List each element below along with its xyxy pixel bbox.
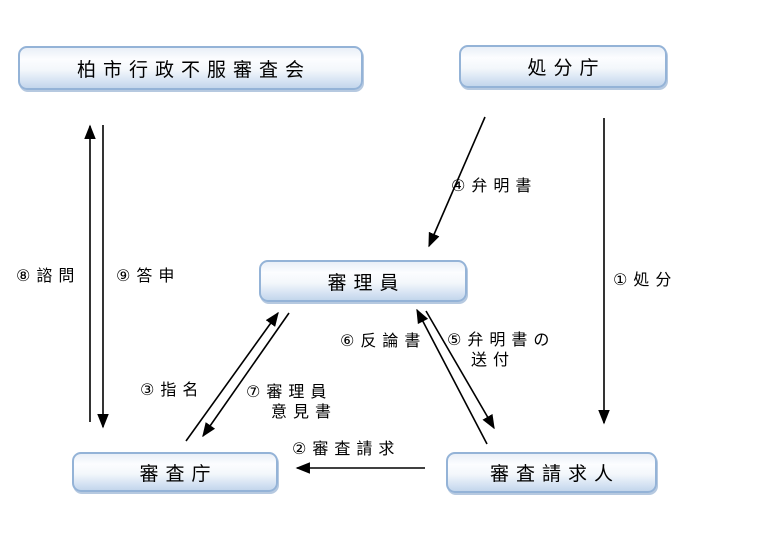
node-review-agency-label: 審査庁 [139, 462, 218, 485]
arrow-examiner-opinion [202, 312, 290, 438]
edge-label-written-explanation: ④弁明書 [451, 176, 538, 195]
edge-label-review-request: ②審査請求 [292, 439, 401, 458]
edge-label-designation: ③指名 [140, 380, 205, 399]
node-examiner-label: 審理員 [327, 271, 406, 294]
edge-label-disposition: ①処分 [613, 270, 678, 289]
edge-label-examiner-opinion-line1: ⑦審理員 [246, 382, 333, 401]
node-review-board-label: 柏市行政不服審査会 [76, 58, 311, 81]
arrow-written-explanation [428, 116, 486, 248]
node-claimant-label: 審査請求人 [489, 463, 620, 485]
edge-label-examiner-opinion-line2: 意見書 [271, 402, 338, 421]
edge-label-explanation-sending-line1: ⑤弁明書の [447, 330, 556, 349]
edge-label-explanation-sending-line2: 送付 [471, 350, 516, 369]
node-claimant: 審査請求人 [446, 452, 657, 493]
node-review-board: 柏市行政不服審査会 [18, 46, 363, 90]
arrow-explanation-sending [425, 310, 495, 430]
edge-label-consultation: ⑧諮問 [16, 266, 81, 285]
node-review-agency: 審査庁 [72, 452, 278, 492]
edge-label-explanation-sending: ⑤弁明書の 送付 [447, 330, 555, 370]
node-examiner: 審理員 [259, 260, 467, 302]
node-disposition-agency: 処分庁 [459, 45, 667, 88]
edge-label-examiner-opinion: ⑦審理員 意見書 [246, 382, 337, 422]
node-disposition-agency-label: 処分庁 [527, 57, 606, 79]
arrow-designation [185, 311, 279, 442]
edge-label-report: ⑨答申 [116, 266, 181, 285]
arrow-rebuttal [416, 308, 488, 445]
edge-label-rebuttal: ⑥反論書 [340, 331, 427, 350]
